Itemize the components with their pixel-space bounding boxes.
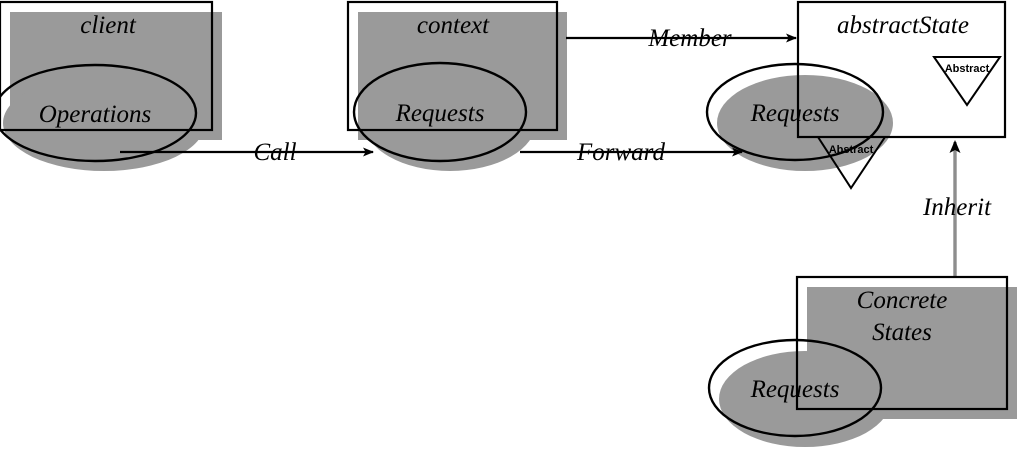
concrete-states-requests-ellipse[interactable] xyxy=(707,338,883,438)
concrete-states-box-title-line2: States xyxy=(872,319,932,346)
node-abstract-state[interactable]: abstractState Abstract Requests Abstract xyxy=(705,0,1007,190)
edge-call-label: Call xyxy=(253,139,296,166)
context-requests-label: Requests xyxy=(395,100,485,127)
node-concrete-states[interactable]: Concrete States Requests xyxy=(707,275,1009,438)
abstract-state-requests-ellipse[interactable] xyxy=(705,62,885,162)
client-box[interactable] xyxy=(0,0,214,132)
client-operations-ellipse[interactable] xyxy=(0,63,198,163)
concrete-states-box[interactable] xyxy=(795,275,1009,411)
abstract-triangle-class-label: Abstract xyxy=(945,63,990,75)
edge-member-label: Member xyxy=(647,25,732,52)
abstract-state-requests-label: Requests xyxy=(750,100,840,127)
abstract-triangle-class xyxy=(932,56,1002,107)
edge-label-layer: Call Forward Member Inherit xyxy=(253,25,992,221)
context-requests-ellipse-shadow xyxy=(364,73,536,171)
shadow-layer xyxy=(3,12,1017,447)
client-operations-label: Operations xyxy=(39,101,152,128)
abstract-state-box[interactable] xyxy=(796,0,1007,139)
abstract-triangle-operation-label: Abstract xyxy=(829,144,874,156)
context-box[interactable] xyxy=(346,0,559,132)
abstract-state-operation-stereotype-marker: Abstract xyxy=(816,136,887,190)
concrete-states-requests-label: Requests xyxy=(750,376,840,403)
abstract-state-box-title: abstractState xyxy=(837,12,969,39)
concrete-states-box-title-line1: Concrete xyxy=(857,287,948,314)
abstract-triangle-operation xyxy=(816,136,887,190)
client-box-title: client xyxy=(80,12,137,39)
abstract-state-stereotype-marker: Abstract xyxy=(932,56,1002,107)
operations-ellipse-shadow xyxy=(3,75,205,171)
context-requests-ellipse[interactable] xyxy=(352,61,528,163)
node-client[interactable]: client Operations xyxy=(0,0,214,163)
edge-forward-label: Forward xyxy=(576,139,665,166)
abstract-requests-ellipse-shadow xyxy=(717,75,893,171)
node-context[interactable]: context Requests xyxy=(346,0,559,163)
context-box-title: context xyxy=(417,12,490,39)
edge-inherit-label: Inherit xyxy=(922,194,992,221)
concrete-requests-ellipse-shadow xyxy=(719,351,891,447)
